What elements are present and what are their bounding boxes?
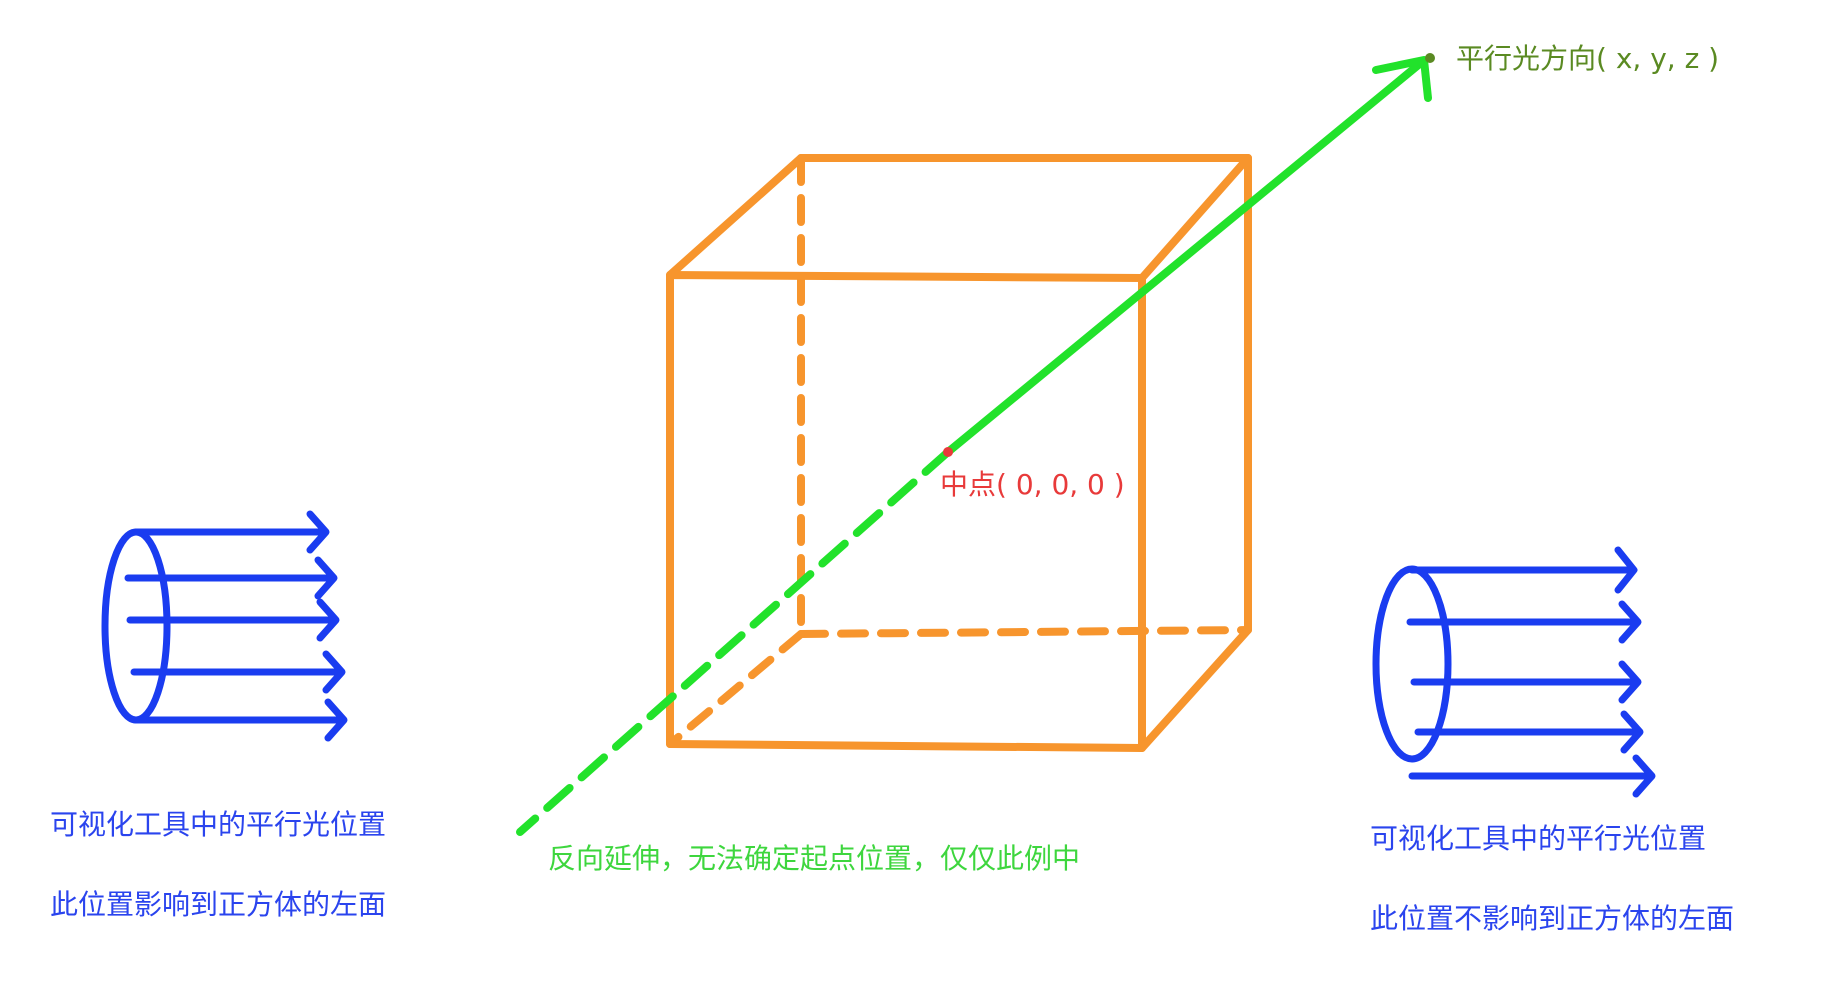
- light-ray-forward: [944, 58, 1426, 456]
- cube-hidden-edge-diagonal: [666, 630, 805, 748]
- cube-hidden-edge-horizontal: [797, 626, 1252, 638]
- left-affects-label: 此位置影响到正方体的左面: [50, 888, 386, 921]
- right-light-source: [1372, 546, 1656, 798]
- left-light-cylinder-end: [101, 528, 171, 724]
- left-light-arrowhead-5: [324, 698, 348, 742]
- light-ray-arrowhead: [1372, 56, 1432, 102]
- right-light-arrowhead-2: [1618, 600, 1642, 644]
- reverse-extension-label: 反向延伸，无法确定起点位置，仅仅此例中: [548, 842, 1080, 875]
- left-light-arrowhead-2: [314, 556, 338, 600]
- left-light-arrowhead-1: [306, 510, 330, 554]
- light-ray-reverse-extension: [516, 448, 952, 836]
- light-ray: [516, 56, 1432, 836]
- right-not-affects-label: 此位置不影响到正方体的左面: [1370, 902, 1734, 935]
- right-light-arrowhead-4: [1620, 710, 1644, 754]
- center-point: [943, 447, 953, 457]
- light-direction-label: 平行光方向( x, y, z ): [1456, 42, 1719, 75]
- light-direction-point: [1425, 53, 1435, 63]
- left-light-arrowhead-4: [322, 650, 346, 694]
- cube-top-face: [666, 154, 1252, 282]
- right-light-arrowhead-1: [1614, 546, 1638, 594]
- right-light-arrowhead-5: [1632, 754, 1656, 798]
- left-tool-position-label: 可视化工具中的平行光位置: [50, 808, 386, 841]
- left-light-arrowhead-3: [316, 598, 340, 642]
- center-point-label: 中点( 0, 0, 0 ): [940, 468, 1125, 501]
- cube-right-face: [1138, 154, 1252, 752]
- right-light-arrowhead-3: [1618, 660, 1642, 704]
- cube: [666, 154, 1252, 752]
- left-light-source: [101, 510, 348, 742]
- right-tool-position-label: 可视化工具中的平行光位置: [1370, 822, 1706, 855]
